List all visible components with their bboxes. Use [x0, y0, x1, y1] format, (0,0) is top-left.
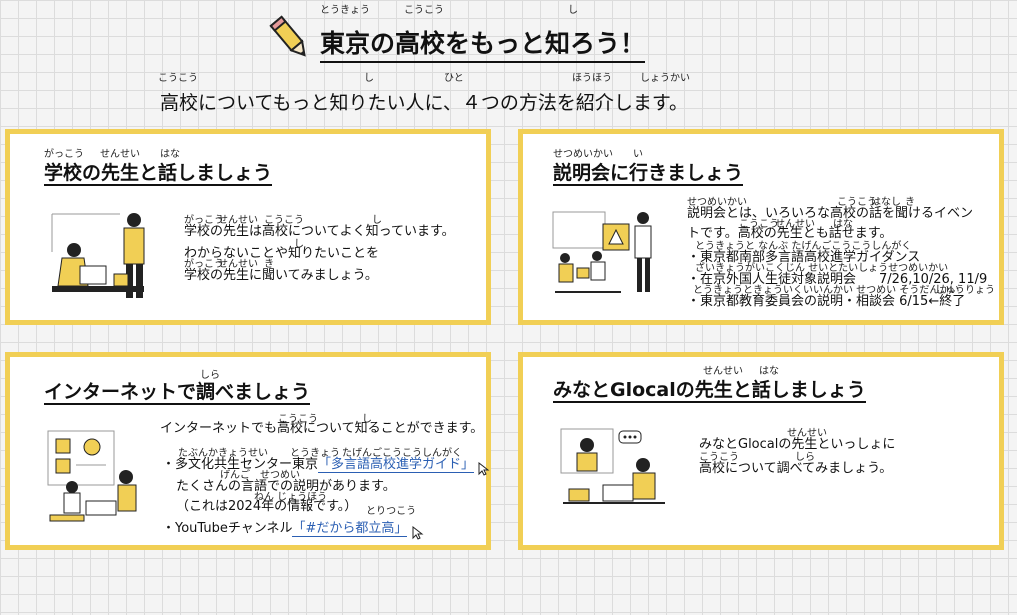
card-heading: みなとGlocalの先生と話しましょう	[553, 379, 866, 403]
body-ruby: はな	[833, 219, 853, 230]
bullet-text: ・多文化共生センター東京	[162, 457, 319, 472]
body-ruby: たぶんかきょうせい	[178, 448, 268, 459]
subtitle-ruby: ほうほう	[572, 73, 612, 84]
card-text-line: わからないことや知りたいことを	[184, 246, 380, 261]
body-ruby: こうこう	[699, 452, 739, 463]
online-lesson-illustration	[560, 428, 665, 504]
page-title: 東京の高校をもっと知ろう！	[320, 24, 646, 63]
card-heading: 説明会に行きましょう	[553, 162, 744, 186]
cursor-icon	[478, 462, 490, 476]
body-ruby: とうきょう	[290, 448, 340, 459]
bullet-item: ・東京都南部多言語高校進学ガイダンス	[687, 250, 921, 265]
bullet-text: ・YouTubeチャンネル	[162, 521, 293, 536]
heading-ruby: せつめいかい	[553, 149, 613, 160]
heading-ruby: せんせい	[100, 149, 140, 160]
body-ruby: たげんごこうこうしんがく	[342, 448, 462, 459]
bullet-dates: 7/26,10/26, 11/9	[879, 272, 988, 287]
body-ruby: こうこう	[837, 197, 877, 208]
card-glocal-teacher: せんせい はな みなとGlocalの先生と話しましょう せんせい みなとGloc…	[518, 352, 1004, 550]
body-ruby: とうきょうと なんぶ たげんごこうこうしんがく	[695, 241, 912, 252]
body-ruby: せんせい	[218, 215, 258, 226]
body-ruby: き	[905, 197, 915, 208]
body-ruby: ざいきょうがいこくじん せいとたいしょうせつめいかい	[695, 263, 949, 274]
card-text-line: 学校の先生に聞いてみましょう。	[184, 268, 378, 283]
heading-ruby: い	[633, 149, 643, 160]
card-internet-search: しら インターネットで調べましょう こうこう し インターネットでも高校について…	[5, 352, 491, 550]
card-text-line: 学校の先生は高校についてよく知っています。	[184, 224, 455, 239]
subtitle-ruby: ひと	[444, 73, 464, 84]
title-ruby: し	[568, 5, 578, 16]
body-ruby: し	[294, 239, 304, 250]
card-info-session: せつめいかい い 説明会に行きましょう せつめいかい こうこう はなし き 説明…	[518, 129, 1004, 325]
body-ruby: はなし	[871, 197, 901, 208]
cursor-icon	[412, 526, 423, 540]
card-text-line: 説明会とは、いろいろな高校の話を聞けるイベン	[687, 206, 974, 221]
card-intro: インターネットでも高校について知ることができます。	[160, 421, 484, 436]
page-header: とうきょう こうこう し 東京の高校をもっと知ろう！	[268, 4, 688, 63]
youtube-link[interactable]: 「#だから都立高」	[292, 521, 408, 537]
heading-ruby: せんせい	[703, 366, 743, 377]
teacher-student-illustration	[51, 213, 145, 298]
card-talk-to-teacher: がっこう せんせい はな 学校の先生と話しましょう がっこう せんせい こうこう…	[5, 129, 491, 325]
page-subtitle: 高校についてもっと知りたい人に、４つの方法を紹介します。	[160, 92, 689, 114]
title-ruby: とうきょう	[320, 5, 370, 16]
heading-ruby: がっこう	[44, 149, 84, 160]
body-ruby: こうこう	[739, 219, 779, 230]
pencil-icon	[269, 15, 306, 57]
heading-ruby: はな	[160, 149, 180, 160]
body-ruby: し	[362, 414, 372, 425]
body-ruby: とりつこう	[366, 506, 417, 517]
internet-illustration	[47, 430, 137, 522]
body-ruby: せつめいかい	[687, 197, 747, 208]
body-ruby: こうこう	[264, 215, 304, 226]
body-ruby: とうきょうときょういくいいんかい せつめい そうだんかい	[693, 285, 960, 296]
bullet-item: ・在京外国人生徒対象説明会	[687, 272, 857, 287]
card-heading: インターネットで調べましょう	[44, 381, 311, 405]
card-heading: 学校の先生と話しましょう	[44, 162, 273, 186]
subtitle-ruby: こうこう	[158, 73, 198, 84]
info-session-illustration	[552, 211, 652, 293]
bullet-line: たくさんの言語での説明があります。	[176, 479, 396, 494]
bullet-line: （これは2024年の情報です。）	[176, 499, 358, 514]
body-ruby: しゅうりょう	[935, 285, 995, 296]
subtitle-ruby: しょうかい	[640, 73, 690, 84]
bullet-item-link[interactable]: ・東京都教育委員会の説明・相談会 6/15←終了	[687, 294, 966, 309]
body-ruby: せつめい	[260, 470, 300, 481]
body-ruby: ねん じょうほう	[254, 492, 328, 503]
body-ruby: げんご	[220, 470, 250, 481]
card-text-line: みなとGlocalの先生といっしょに	[699, 437, 896, 452]
card-text-line: トです。高校の先生とも話せます。	[687, 226, 893, 241]
body-ruby: せんせい	[787, 428, 827, 439]
body-ruby: がっこう	[184, 259, 224, 270]
bullet-item: ・多文化共生センター東京「多言語高校進学ガイド」	[162, 455, 490, 476]
card-text-line: 高校について調べてみましょう。	[699, 461, 893, 476]
body-ruby: しら	[795, 452, 815, 463]
body-ruby: こうこう	[278, 414, 318, 425]
guide-link[interactable]: 「多言語高校進学ガイド」	[318, 457, 475, 473]
body-ruby: き	[264, 259, 274, 270]
body-ruby: せんせい	[775, 219, 815, 230]
body-ruby: し	[372, 215, 382, 226]
title-ruby: こうこう	[404, 5, 444, 16]
heading-ruby: しら	[200, 370, 220, 381]
body-ruby: がっこう	[184, 215, 224, 226]
bullet-item: ・YouTubeチャンネル「#だから都立高」	[162, 519, 424, 540]
body-ruby: せんせい	[218, 259, 258, 270]
subtitle-ruby: し	[364, 73, 374, 84]
heading-ruby: はな	[759, 366, 779, 377]
